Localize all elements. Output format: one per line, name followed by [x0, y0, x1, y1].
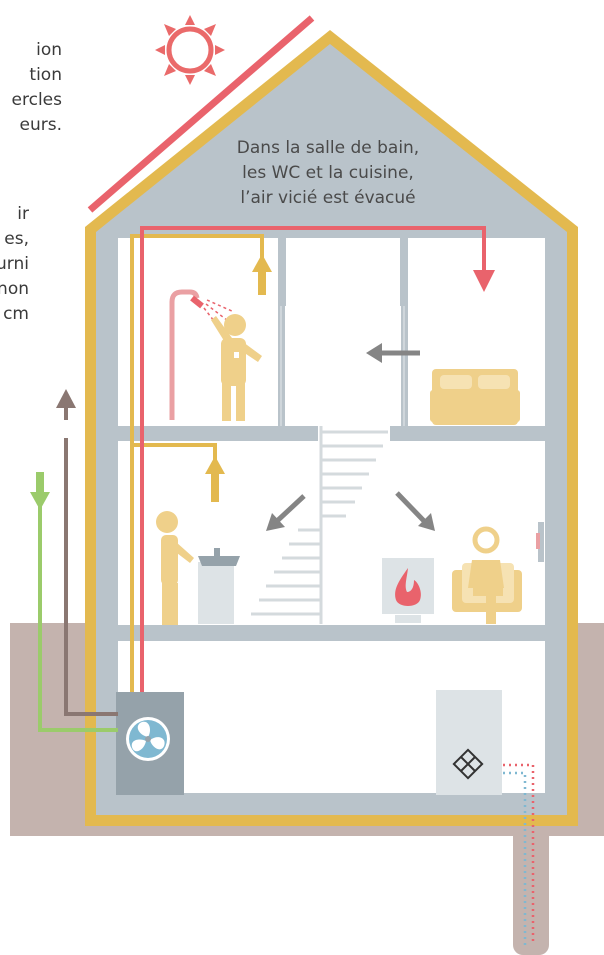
side-text-line: non: [0, 279, 29, 299]
roof-caption: Dans la salle de bain, les WC et la cuis…: [196, 136, 460, 211]
fresh-air-duct: [38, 500, 118, 732]
armchair-icon: [452, 526, 522, 624]
exhaust-air-duct: [64, 406, 118, 716]
caption-line: l’air vicié est évacué: [240, 188, 416, 208]
wall-vent: [538, 522, 544, 562]
cropped-side-text-top: ion tion ercles eurs.: [12, 38, 62, 138]
ventilation-unit: [116, 692, 184, 795]
yellow-arrow-up: [252, 254, 272, 272]
room-hall: [285, 238, 401, 426]
side-text-line: eurs.: [19, 115, 62, 135]
person-shower: [211, 314, 262, 421]
yellow-arrow-shaft: [211, 472, 219, 502]
wall-vent-valve: [536, 533, 540, 549]
geothermal-loop: [503, 763, 535, 945]
side-text-line: urni: [0, 254, 29, 274]
bed-icon: [430, 369, 520, 425]
side-text-line: ion: [36, 40, 62, 60]
heat-exchanger-icon: [452, 748, 484, 780]
duct-drop: [400, 238, 408, 306]
red-extract-duct: [140, 226, 486, 694]
caption-line: Dans la salle de bain,: [236, 138, 420, 158]
side-text-line: ir: [17, 204, 29, 224]
side-text-line: cm: [3, 304, 29, 324]
room-bathroom: [118, 238, 278, 426]
sun-icon: [155, 15, 225, 85]
fire-icon: [382, 558, 434, 623]
exhaust-gap: [62, 420, 70, 438]
roof-solar-panel: [87, 15, 315, 213]
stove-icon: [198, 548, 240, 624]
heat-exchanger: [436, 690, 502, 795]
exhaust-air-arrow: [56, 389, 76, 408]
cropped-side-text-middle: ir es, urni non cm: [0, 202, 29, 327]
fan-icon: [126, 717, 170, 761]
red-duct-arrowhead: [473, 270, 495, 292]
yellow-arrow-up: [205, 456, 225, 474]
side-text-line: tion: [29, 65, 62, 85]
staircase: [251, 426, 390, 624]
fresh-air-arrow: [30, 492, 50, 510]
person-kitchen: [156, 511, 194, 625]
duct-drop: [278, 238, 286, 306]
shower-icon: [169, 289, 235, 420]
caption-line: les WC et la cuisine,: [242, 163, 414, 183]
side-text-line: ercles: [11, 90, 62, 110]
airflow-arrow: [266, 343, 435, 531]
fresh-air-arrow-shaft: [36, 472, 44, 492]
yellow-arrow-shaft: [258, 270, 266, 295]
side-text-line: es,: [4, 229, 29, 249]
